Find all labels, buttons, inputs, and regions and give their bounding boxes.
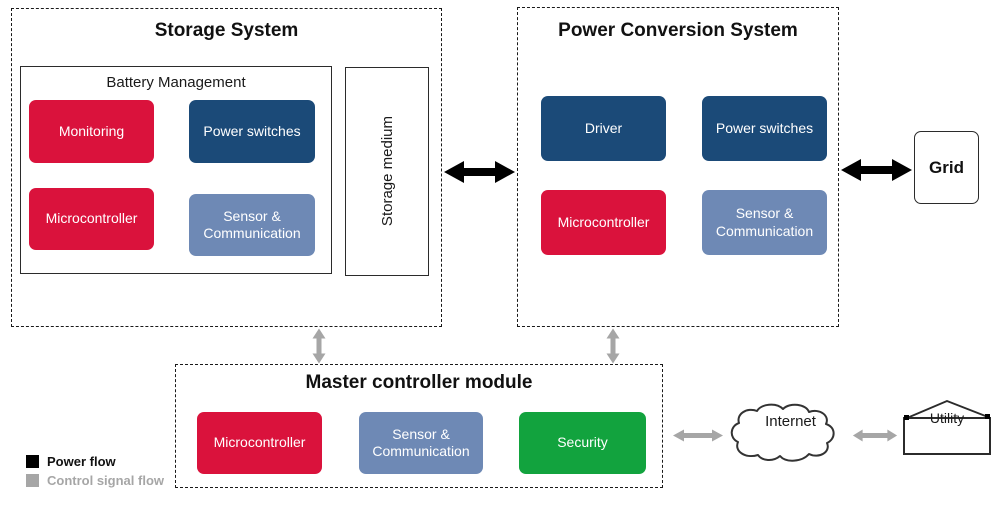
module-label: Power switches: [203, 122, 301, 139]
internet-cloud-icon: Internet: [727, 402, 854, 464]
module-microcontroller-pcs: Microcontroller: [541, 190, 666, 255]
utility-house-icon: Utility: [900, 397, 994, 457]
master-controller-box: Master controller module Microcontroller…: [175, 364, 663, 488]
control-signal-arrow-storage-master-icon: [311, 328, 327, 364]
module-sensor-communication-storage: Sensor & Communication: [189, 194, 315, 256]
module-power-switches-storage: Power switches: [189, 100, 315, 163]
module-label: Microcontroller: [213, 434, 306, 451]
module-microcontroller-master: Microcontroller: [197, 412, 322, 474]
power-conversion-system-title: Power Conversion System: [558, 20, 798, 41]
battery-management-box: Battery Management Monitoring Power swit…: [20, 66, 332, 274]
power-flow-arrow-storage-pcs-icon: [443, 158, 516, 186]
power-flow-legend-label: Power flow: [47, 454, 116, 469]
control-signal-arrow-internet-utility-icon: [852, 428, 898, 443]
module-label: Monitoring: [58, 122, 125, 139]
master-controller-title: Master controller module: [305, 372, 533, 393]
internet-label: Internet: [765, 413, 816, 430]
control-signal-flow-legend-swatch: [26, 474, 39, 487]
module-monitoring: Monitoring: [29, 100, 154, 163]
module-driver: Driver: [541, 96, 666, 161]
power-flow-legend-swatch: [26, 455, 39, 468]
module-label: Sensor & Communication: [715, 205, 814, 239]
module-microcontroller-storage: Microcontroller: [29, 188, 154, 250]
module-label: Microcontroller: [557, 213, 650, 230]
control-signal-arrow-pcs-master-icon: [605, 328, 621, 364]
module-power-switches-pcs: Power switches: [702, 96, 827, 161]
storage-system-box: Storage System Battery Management Monito…: [11, 8, 442, 327]
grid-box: Grid: [914, 131, 979, 204]
module-sensor-communication-pcs: Sensor & Communication: [702, 190, 827, 255]
module-label: Sensor & Communication: [203, 207, 301, 242]
utility-label: Utility: [929, 410, 965, 426]
module-label: Microcontroller: [45, 210, 138, 227]
storage-medium-label: Storage medium: [378, 116, 396, 227]
module-label: Security: [557, 434, 608, 451]
storage-medium-box: Storage medium: [345, 67, 429, 276]
module-label: Sensor & Communication: [372, 425, 470, 460]
control-signal-arrow-master-internet-icon: [672, 428, 724, 443]
module-label: Power switches: [715, 119, 814, 136]
module-security: Security: [519, 412, 646, 474]
storage-system-title: Storage System: [154, 20, 299, 41]
grid-label: Grid: [929, 157, 964, 177]
control-signal-flow-legend-label: Control signal flow: [47, 473, 164, 488]
module-label: Driver: [584, 119, 623, 136]
battery-management-title: Battery Management: [106, 74, 246, 91]
module-sensor-communication-master: Sensor & Communication: [359, 412, 483, 474]
power-conversion-system-box: Power Conversion System Driver Power swi…: [517, 7, 839, 327]
power-flow-arrow-pcs-grid-icon: [840, 156, 913, 184]
